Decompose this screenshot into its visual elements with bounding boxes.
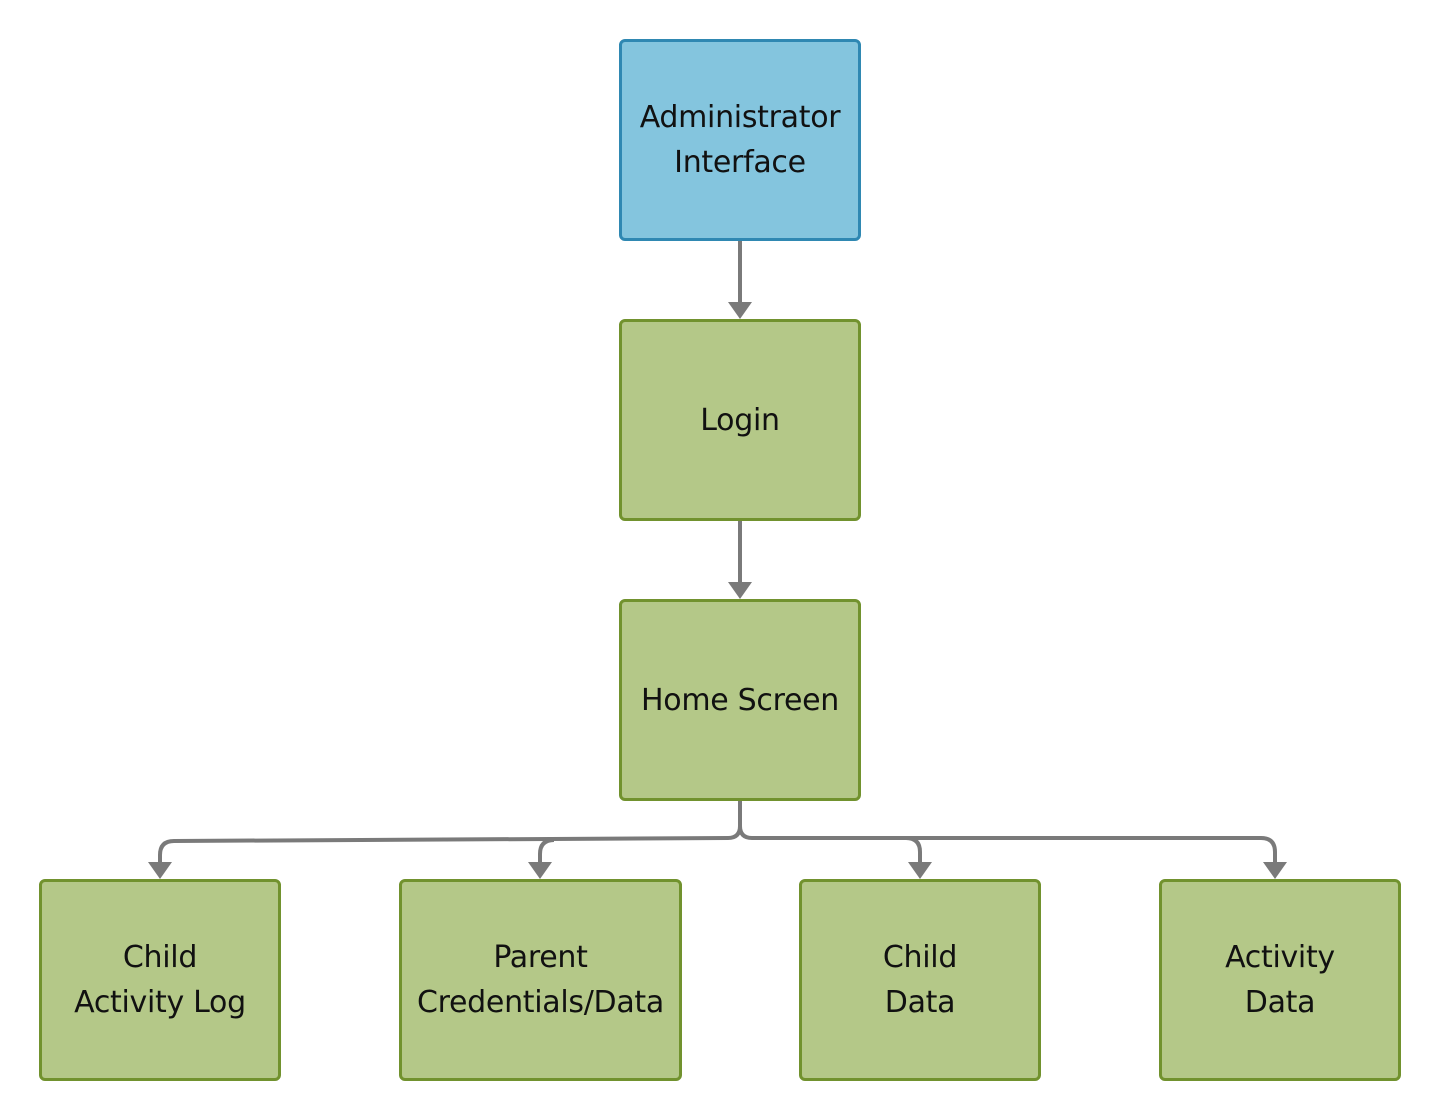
arrowhead-home [728, 582, 752, 599]
arrowhead-activity-data [1263, 862, 1287, 879]
node-label: Administrator Interface [639, 100, 841, 180]
edge-home-to-parent-credentials [538, 838, 555, 865]
arrowhead-login [728, 302, 752, 319]
arrowhead-child-activity-log [148, 862, 172, 879]
node-activity-data[interactable]: Activity Data [1159, 879, 1401, 1081]
arrowhead-child-data [908, 862, 932, 879]
node-home-screen[interactable]: Home Screen [619, 599, 861, 801]
edge-home-to-activity-data [900, 836, 1277, 865]
edge-home-to-child-data [738, 825, 922, 865]
node-label: Login [700, 402, 780, 438]
node-label: Activity Data [1225, 940, 1335, 1020]
edge-home-to-child-activity-log [158, 801, 742, 865]
node-login[interactable]: Login [619, 319, 861, 521]
arrowhead-parent-credentials [528, 862, 552, 879]
node-label: Child Activity Log [74, 940, 246, 1020]
node-label: Parent Credentials/Data [417, 940, 664, 1020]
node-child-data[interactable]: Child Data [799, 879, 1041, 1081]
node-administrator-interface[interactable]: Administrator Interface [619, 39, 861, 241]
node-parent-credentials-data[interactable]: Parent Credentials/Data [399, 879, 682, 1081]
node-label: Child Data [882, 940, 958, 1020]
node-label: Home Screen [641, 682, 839, 718]
node-child-activity-log[interactable]: Child Activity Log [39, 879, 281, 1081]
